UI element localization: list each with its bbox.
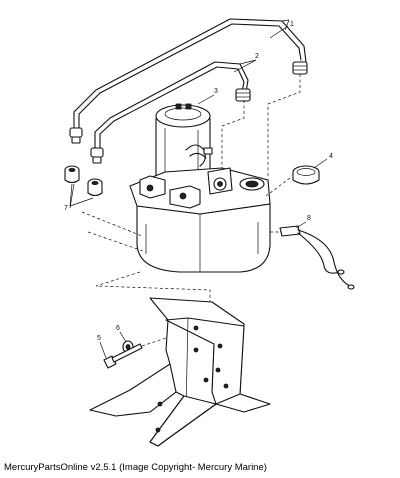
line-2-end-fitting [90,147,104,164]
bolt [103,343,143,369]
callout-3: 3 [214,88,218,95]
callout-4: 4 [329,153,333,160]
line-2-fitting [235,88,251,102]
callout-5: 5 [97,335,101,342]
parts-exploded-diagram: 1 2 3 4 5 6 7 8 [64,18,355,447]
hydraulic-line-2 [94,59,257,151]
assembly-leader-lines [81,74,301,304]
pump-reservoir [129,167,271,273]
callout-7: 7 [64,205,68,212]
image-caption: MercuryPartsOnline v2.5.1 (Image Copyrig… [4,462,267,473]
callout-1: 1 [290,21,294,28]
fitting-7a [64,165,80,184]
line-1-end-fitting [69,127,83,144]
fill-cap [292,165,320,185]
callout-8: 8 [307,215,311,222]
callout-2: 2 [255,53,259,60]
hydraulic-line-1 [73,18,307,131]
pressure-switch-harness [279,225,355,290]
line-1-fitting [292,61,308,75]
fitting-7b [87,178,103,197]
callout-6: 6 [116,325,120,332]
callout-leaders [69,25,328,359]
mounting-bracket [89,297,271,447]
